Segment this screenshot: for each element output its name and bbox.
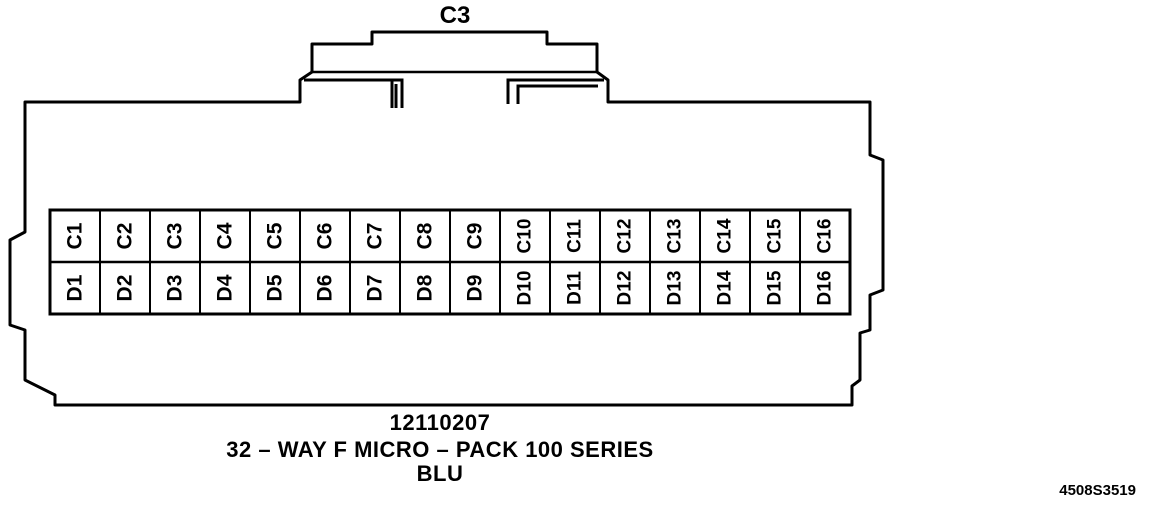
cavity-c-label: C11: [565, 219, 586, 253]
cavity-d-label: D15: [765, 270, 786, 305]
cavity-d-label: D2: [114, 275, 137, 302]
cavity-c-label: C8: [414, 222, 437, 249]
cavity-d-label: D8: [414, 274, 437, 301]
right-latch: [506, 78, 604, 104]
cavity-d-label: D7: [364, 275, 387, 302]
cavity-c-label: C5: [264, 222, 287, 249]
cavity-d-label: D14: [715, 270, 736, 305]
cavity-d-label: D6: [314, 275, 337, 302]
connector-description: 32 – WAY F MICRO – PACK 100 SERIES: [226, 437, 654, 462]
cavity-c-label: C16: [815, 219, 836, 254]
cavity-d-label: D12: [615, 271, 636, 306]
cavity-c-label: C1: [64, 222, 87, 249]
cavity-c-label: C6: [314, 223, 337, 250]
cavity-c-label: C2: [114, 223, 137, 250]
cavity-c-label: C13: [665, 219, 686, 254]
connector-color: BLU: [416, 461, 464, 486]
cavity-c-label: C15: [765, 218, 786, 253]
left-latch: [304, 78, 404, 108]
cavity-c-label: C10: [515, 219, 536, 254]
cavity-c-label: C3: [164, 223, 187, 250]
connector-name: C3: [439, 2, 471, 29]
connector-housing: [8, 30, 885, 407]
cavity-d-label: D16: [815, 271, 836, 306]
cavity-c-label: C7: [364, 223, 387, 250]
cavity-d-label: D9: [464, 275, 487, 302]
cavity-d-label: D1: [64, 274, 87, 301]
cavity-d-label: D10: [515, 271, 536, 306]
cavity-d-label: D5: [264, 274, 287, 301]
cavity-dividers: [99, 210, 801, 314]
cavity-d-label: D13: [665, 271, 686, 306]
cavity-c-label: C4: [214, 222, 237, 249]
cavity-d-label: D11: [565, 271, 586, 305]
cavity-d-label: D4: [214, 274, 237, 301]
figure-reference-code: 4508S3519: [1059, 482, 1136, 499]
cavity-d-label: D3: [164, 275, 187, 302]
cavity-c-label: C9: [464, 223, 487, 250]
part-number: 12110207: [389, 410, 491, 435]
cavity-labels: C1 C2 C3 C4 C5 C6 C7 C8 C9 C10 C11 C12 C13 C14 C15 C16D…: [64, 218, 836, 305]
cavity-c-label: C12: [615, 219, 636, 254]
cavity-c-label: C14: [715, 218, 736, 253]
